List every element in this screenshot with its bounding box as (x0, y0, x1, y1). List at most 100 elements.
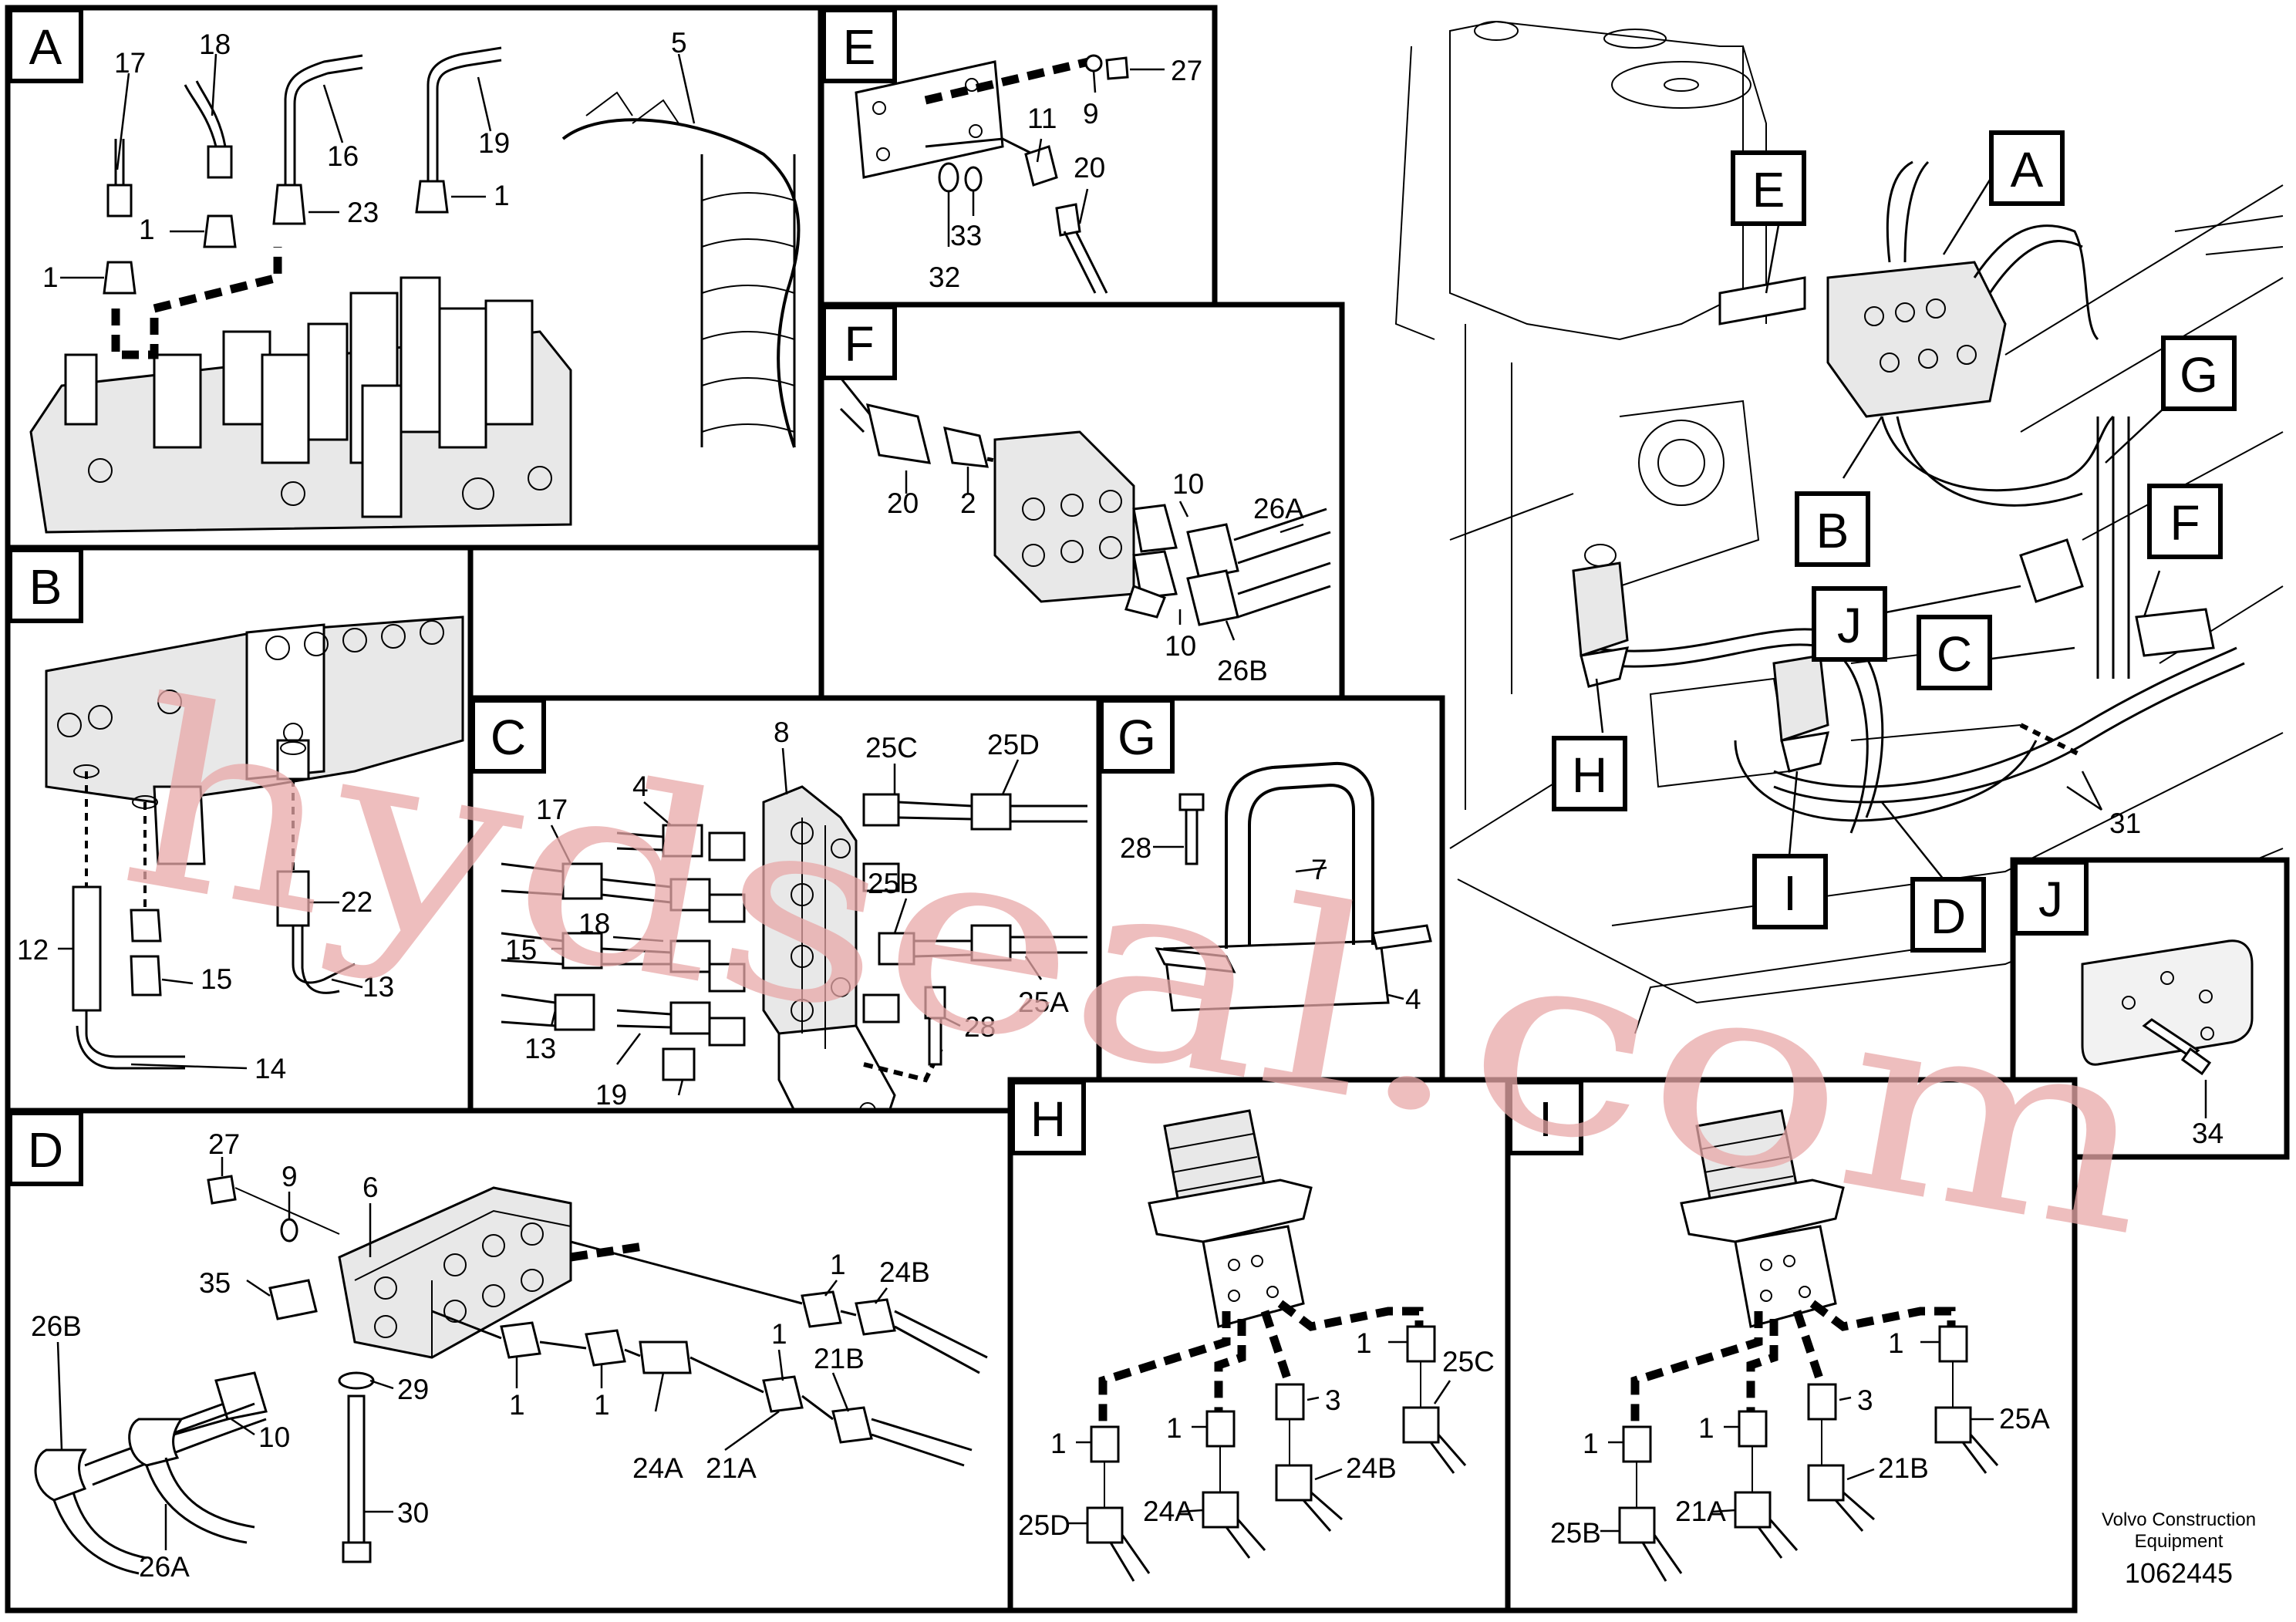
panel-a-callout-16: 16 (327, 140, 359, 172)
panel-d-callout-1c: 1 (509, 1389, 525, 1421)
panel-c-callout-19: 19 (595, 1079, 627, 1111)
panel-i: I 1 25A 1 3 21B 1 21A 25B (1505, 1077, 2078, 1614)
panel-i-callout-1c: 1 (1583, 1428, 1599, 1459)
overview-tag-label: G (2180, 347, 2218, 403)
overview-tag-f[interactable]: F (2147, 484, 2223, 559)
panel-e-callout-32: 32 (929, 261, 960, 293)
panel-d-callout-6: 6 (362, 1172, 379, 1203)
panel-g-callout-7: 7 (1311, 854, 1327, 885)
company-line-2: Equipment (2135, 1531, 2224, 1552)
panel-h-callout-25c: 25C (1442, 1346, 1495, 1378)
overview-tag-label: F (2170, 495, 2200, 551)
panel-b-callout-13: 13 (362, 971, 394, 1003)
panel-c-callout-18: 18 (578, 908, 610, 939)
panel-a-callout-18: 18 (199, 29, 231, 60)
overview-tag-g[interactable]: G (2161, 336, 2237, 411)
overview-tag-label: C (1937, 626, 1972, 682)
panel-h-callout-1a: 1 (1356, 1327, 1372, 1359)
panel-d-callout-1a: 1 (830, 1249, 846, 1280)
panel-i-callout-3: 3 (1857, 1384, 1873, 1416)
panel-d-callout-35: 35 (199, 1267, 231, 1299)
panel-h-letter: H (1030, 1091, 1066, 1147)
panel-f-letter: F (844, 316, 874, 372)
panel-b-callout-14: 14 (255, 1053, 286, 1084)
panel-f-callout-26b: 26B (1217, 655, 1268, 686)
panel-h-callout-24b: 24B (1346, 1452, 1397, 1484)
panel-d-callout-27: 27 (208, 1128, 240, 1160)
panel-a-tag[interactable] (8, 8, 83, 83)
overview-tag-label: B (1816, 503, 1849, 558)
panel-e-letter: E (843, 19, 876, 75)
overview-tag-a[interactable]: A (1989, 130, 2065, 206)
panel-c-tag[interactable] (470, 698, 546, 774)
panel-h-callout-1b: 1 (1166, 1412, 1182, 1444)
panel-h-callout-1c: 1 (1050, 1428, 1067, 1459)
panel-b-tag[interactable] (8, 548, 83, 623)
overview-tag-i[interactable]: I (1752, 854, 1828, 929)
panel-b-letter: B (29, 559, 62, 615)
panel-b-callout-12: 12 (17, 934, 49, 966)
overview-tag-j[interactable]: J (1812, 586, 1887, 662)
overview-tag-h[interactable]: H (1552, 736, 1627, 811)
panel-g-letter: G (1118, 710, 1156, 765)
overview-tag-c[interactable]: C (1917, 615, 1992, 690)
panel-a-callout-17: 17 (114, 47, 146, 79)
panel-i-callout-1a: 1 (1888, 1327, 1904, 1359)
panel-i-callout-1b: 1 (1698, 1412, 1714, 1444)
panel-c-callout-4: 4 (632, 771, 649, 802)
overview-tag-label: H (1572, 747, 1607, 803)
panel-a-callout-1b: 1 (139, 214, 155, 245)
panel-h-tag[interactable] (1010, 1080, 1086, 1155)
panel-d-callout-10: 10 (258, 1421, 290, 1453)
panel-a-callout-1a: 1 (42, 261, 59, 293)
overview-tag-label: A (2011, 142, 2044, 197)
panel-a-callout-1c: 1 (494, 180, 510, 211)
overview-tag-label: J (1837, 598, 1862, 653)
panel-d-callout-26b: 26B (31, 1310, 82, 1342)
overview-tag-b[interactable]: B (1795, 491, 1870, 567)
overview-tag-e[interactable]: E (1731, 150, 1806, 226)
panel-e-tag[interactable] (821, 8, 897, 83)
panel-h: H 1 25C 1 3 24B 1 24A 25D (1007, 1077, 1511, 1614)
panel-e-callout-11: 11 (1027, 103, 1057, 134)
overview-tag-label: E (1752, 162, 1785, 218)
panel-e-callout-33: 33 (950, 220, 982, 251)
panel-g-callout-28: 28 (1120, 832, 1151, 864)
panel-c-callout-17: 17 (536, 794, 568, 825)
panel-d-callout-24b: 24B (879, 1256, 930, 1288)
overview-tag-label: I (1783, 865, 1797, 921)
panel-j-callout-34: 34 (2192, 1118, 2224, 1149)
panel-c-letter: C (491, 710, 526, 765)
panel-j-letter: J (2038, 872, 2063, 927)
panel-a: A 17 18 (5, 5, 824, 551)
panel-g-callout-4: 4 (1405, 983, 1421, 1015)
panel-g-tag[interactable] (1099, 698, 1175, 774)
panel-b-callout-22: 22 (341, 886, 373, 918)
panel-a-callout-23: 23 (347, 197, 379, 228)
panel-c-callout-25c: 25C (865, 732, 918, 764)
panel-d-callout-24a: 24A (632, 1452, 683, 1484)
panel-i-letter: I (1539, 1091, 1553, 1147)
panel-d-callout-1d: 1 (594, 1389, 610, 1421)
panel-c-callout-25d: 25D (987, 729, 1040, 760)
panel-e-callout-20: 20 (1074, 152, 1105, 184)
panel-e-callout-9: 9 (1083, 98, 1099, 130)
panel-f-tag[interactable] (821, 305, 897, 380)
panel-d-callout-29: 29 (397, 1374, 429, 1405)
panel-i-tag[interactable] (1508, 1080, 1583, 1155)
panel-d-letter: D (28, 1122, 63, 1178)
panel-b-callout-15: 15 (201, 963, 232, 995)
panel-d-tag[interactable] (8, 1111, 83, 1186)
panel-a-callout-5: 5 (671, 27, 687, 59)
overview-tag-d[interactable]: D (1910, 877, 1986, 953)
callout-31: 31 (2109, 808, 2141, 839)
company-line-1: Volvo Construction (2102, 1509, 2256, 1530)
panel-b: B 22 12 15 13 14 (5, 545, 474, 1114)
panel-c-callout-13: 13 (524, 1033, 556, 1064)
panel-j-tag[interactable] (2013, 860, 2089, 936)
panel-c-callout-8: 8 (774, 717, 790, 748)
panel-a-callout-19: 19 (478, 127, 510, 159)
panel-f: F 20 2 10 26A 10 26B (818, 302, 1345, 701)
panel-d-callout-21b: 21B (814, 1343, 865, 1374)
panel-h-callout-24a: 24A (1143, 1496, 1194, 1527)
